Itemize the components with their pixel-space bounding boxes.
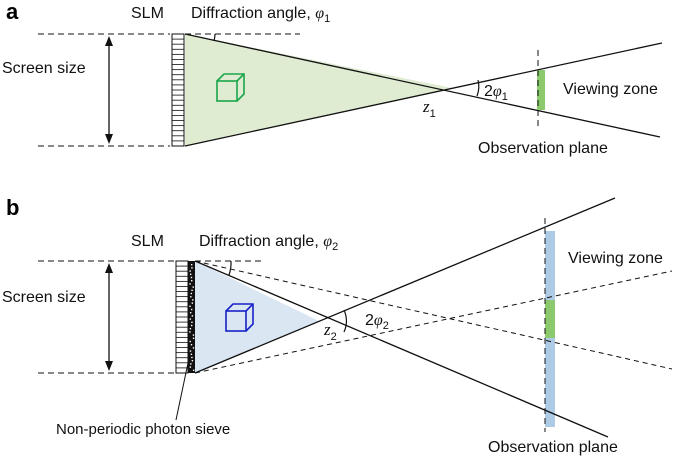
panel-b-ray-lower xyxy=(194,197,616,374)
panel-b-sieve-pinhole xyxy=(189,312,192,314)
panel-b-screen-size-arrow xyxy=(105,263,113,371)
panel-b-sieve-pinhole xyxy=(190,292,193,295)
panel-a: a SLM Dif xyxy=(2,0,663,157)
panel-a-screen-size-label: Screen size xyxy=(2,60,86,77)
panel-b-sieve-pinhole xyxy=(189,340,191,343)
panel-b-sieve-pinhole xyxy=(191,315,194,317)
panel-b-sieve-pinhole xyxy=(192,286,194,288)
panel-a-angle-arc xyxy=(213,33,216,42)
panel-b: b xyxy=(2,195,673,456)
panel-b-sieve-pinhole xyxy=(192,337,195,339)
panel-b-sieve-pinhole xyxy=(191,267,193,269)
panel-a-crossing-arc xyxy=(476,79,480,97)
panel-b-sieve-pinhole xyxy=(189,270,191,272)
panel-b-sieve-pinhole xyxy=(189,331,191,333)
panel-a-diffraction-label: Diffraction angle, φ1 xyxy=(191,5,330,25)
panel-a-ray-lower xyxy=(184,42,663,147)
panel-a-two-phi-label: 2φ1 xyxy=(484,83,508,103)
panel-b-sieve-pinhole xyxy=(190,363,192,365)
panel-b-diffraction-label: Diffraction angle, φ2 xyxy=(199,233,338,253)
panel-a-viewing-zone xyxy=(537,70,545,110)
panel-b-crossing-arc xyxy=(343,309,347,333)
panel-b-slm-grid xyxy=(175,260,189,374)
panel-a-cube-icon xyxy=(216,73,245,102)
panel-b-sieve-pointer xyxy=(175,362,189,421)
panel-b-letter: b xyxy=(6,195,19,220)
panel-b-sieve-pinhole xyxy=(189,366,192,368)
panel-b-sieve-pinhole xyxy=(191,321,193,323)
panel-a-screen-size-arrow xyxy=(105,36,113,144)
panel-b-sieve-pinhole xyxy=(189,318,192,320)
panel-a-slm-label: SLM xyxy=(131,5,164,22)
panel-b-z-label: z2 xyxy=(323,320,337,343)
panel-b-sieve-pinhole xyxy=(192,299,194,301)
panel-b-sieve-label: Non-periodic photon sieve xyxy=(56,421,230,438)
panel-b-cone xyxy=(195,261,319,373)
panel-b-viewing-zone-label: Viewing zone xyxy=(568,250,663,267)
panel-b-sieve-pinhole xyxy=(191,360,194,362)
panel-b-sieve-strip xyxy=(188,261,195,373)
panel-b-dashed-ray-upper xyxy=(194,260,673,370)
panel-b-sieve-pinhole xyxy=(190,308,193,311)
panel-b-viewing-zone xyxy=(545,300,555,338)
panel-b-sieve-pinhole xyxy=(189,305,191,307)
panel-b-sieve-pinhole xyxy=(191,302,194,304)
panel-b-angle-arc xyxy=(228,260,232,276)
panel-b-sieve-pinhole xyxy=(191,356,193,359)
panel-b-sieve-pinhole xyxy=(189,273,192,275)
panel-b-sieve-pinhole xyxy=(190,296,192,298)
panel-b-sieve-pinhole xyxy=(190,353,193,355)
panel-b-sieve-pinhole xyxy=(189,328,192,330)
panel-a-slm-grid xyxy=(171,33,185,147)
panel-b-sieve-pinhole xyxy=(190,324,193,327)
panel-b-sieve-pinhole xyxy=(191,289,193,291)
panel-b-sieve-pinhole xyxy=(190,276,193,279)
panel-a-cone xyxy=(185,34,452,146)
panel-b-photon-sieve xyxy=(188,261,195,373)
panel-b-screen-size-label: Screen size xyxy=(2,289,86,306)
panel-b-sieve-pinhole xyxy=(192,369,195,371)
panel-a-viewing-zone-label: Viewing zone xyxy=(563,81,658,98)
panel-b-dashed-ray-lower xyxy=(194,270,673,374)
panel-b-sieve-pinhole xyxy=(190,264,193,266)
panel-b-sieve-pinhole xyxy=(190,344,193,346)
panel-b-sieve-pinhole xyxy=(189,350,192,352)
panel-a-z-label: z1 xyxy=(422,97,436,120)
panel-b-slm-label: SLM xyxy=(131,233,164,250)
panel-a-ray-upper xyxy=(184,33,661,138)
panel-a-observation-label: Observation plane xyxy=(478,140,608,157)
panel-b-ray-upper xyxy=(194,260,609,438)
panel-b-sieve-pinhole xyxy=(192,347,195,349)
panel-b-sieve-pinhole xyxy=(189,283,191,285)
panel-b-two-phi-label: 2φ2 xyxy=(365,312,389,332)
panel-b-sieve-pinhole xyxy=(191,280,193,282)
panel-b-cube-icon xyxy=(225,303,254,332)
panel-b-sieve-pinhole xyxy=(192,334,195,336)
panel-b-observation-label: Observation plane xyxy=(488,439,618,456)
panel-a-letter: a xyxy=(6,0,19,24)
